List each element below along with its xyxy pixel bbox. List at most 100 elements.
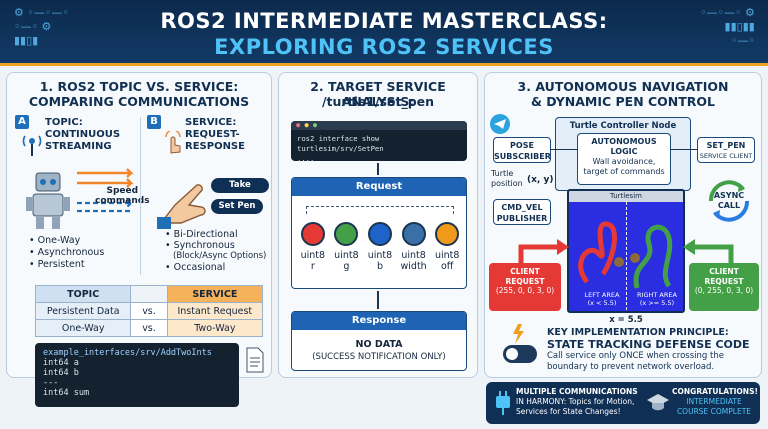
right-area-line1: RIGHT AREA <box>637 291 677 299</box>
principle-line3: Call service only ONCE when crossing the <box>547 351 724 361</box>
circuit-decoration-right: ◦—◦—◦ ⚙▮▮▯▮▮◦—◦ <box>700 6 755 47</box>
response-line2: (SUCCESS NOTIFICATION ONLY) <box>312 352 446 362</box>
topic-bullet-text: Persistent <box>37 259 85 270</box>
telegram-icon <box>489 113 511 135</box>
client-request-green: CLIENT REQUEST (0, 255, 0, 3, 0) <box>689 263 759 311</box>
table-head-spacer <box>130 285 168 303</box>
field-type: uint8 <box>401 250 426 261</box>
flow-arrow <box>377 291 379 309</box>
logic-line2: LOGIC <box>610 147 638 156</box>
topic-heading: TOPIC: CONTINUOUS STREAMING <box>45 117 120 153</box>
footer-left-line3: Services for State Changes! <box>516 407 621 416</box>
table-cell: Two-Way <box>166 319 264 337</box>
robot-icon <box>23 169 73 233</box>
badge-a: A <box>15 115 29 129</box>
footer-right-text: CONGRATULATIONS! INTERMEDIATE COURSE COM… <box>672 387 758 417</box>
footer-right-line3: COURSE COMPLETE <box>676 407 752 416</box>
request-header: Request <box>292 178 466 196</box>
panel2-title-line2: /turtle1/set_pen <box>321 94 435 109</box>
connector-line <box>671 149 697 150</box>
field-name: g <box>343 261 350 272</box>
pointing-hand-icon <box>157 175 215 229</box>
footer-right-line2: INTERMEDIATE <box>686 397 742 406</box>
service-heading-line1: SERVICE: <box>185 117 237 128</box>
speed-label-line2: commands <box>95 196 150 206</box>
speed-commands-label: Speed commands <box>95 186 150 206</box>
principle-text: KEY IMPLEMENTATION PRINCIPLE: STATE TRAC… <box>547 327 759 372</box>
comparison-table: TOPIC SERVICE Persistent Data vs. Instan… <box>34 285 264 337</box>
footer-left-text: MULTIPLE COMMUNICATIONS IN HARMONY: Topi… <box>516 387 638 417</box>
principle-line1: KEY IMPLEMENTATION PRINCIPLE: <box>547 327 729 338</box>
turtlesim-titlebar: Turtlesim <box>569 191 683 202</box>
service-bullets: • Bi-Directional • Synchronous (Block/As… <box>165 229 266 273</box>
service-heading: SERVICE: REQUEST- RESPONSE <box>185 117 245 153</box>
topic-heading-line1: TOPIC: <box>45 117 83 128</box>
set-pen-button: Set Pen <box>211 199 263 214</box>
footer-left-line1: MULTIPLE COMMUNICATIONS <box>516 387 638 396</box>
table-cell: vs. <box>130 302 168 320</box>
flow-arrow <box>377 163 379 175</box>
topic-bullet: • One-Way <box>29 235 81 246</box>
table-cell: vs. <box>130 319 168 337</box>
code-line: example_interfaces/srv/AddTwoInts <box>43 348 212 358</box>
service-bullet: • Synchronous <box>165 240 235 251</box>
client-right-line1: CLIENT <box>709 267 739 276</box>
green-arrow-icon <box>683 235 737 263</box>
terminal-window: ● ● ● ros2 interface show turtlesim/srv/… <box>291 121 467 163</box>
footer-right-line1: CONGRATULATIONS! <box>672 387 758 396</box>
logic-line3: Wall avoidance, <box>592 157 656 166</box>
terminal-more: .... <box>297 154 315 163</box>
service-bullet: • Bi-Directional <box>165 229 238 240</box>
field-name: width <box>400 261 427 272</box>
xy-label: (x, y) <box>527 175 554 185</box>
left-area-label: LEFT AREA(x < 5.5) <box>575 291 629 307</box>
document-icon <box>245 347 265 373</box>
panel-topic-vs-service: 1. ROS2 TOPIC VS. SERVICE: COMPARING COM… <box>6 72 272 407</box>
turtlesim-window: Turtlesim LEFT AREA(x < 5.5) RIGHT AREA(… <box>567 189 685 313</box>
table-header-row: TOPIC SERVICE <box>34 285 264 303</box>
table-cell: Persistent Data <box>34 302 132 320</box>
table-cell: Instant Request <box>166 302 264 320</box>
service-bullet-text: Occasional <box>173 262 226 273</box>
code-line: int64 sum <box>43 388 90 398</box>
table-row: Persistent Data vs. Instant Request <box>34 302 264 320</box>
field-color-icon <box>334 222 359 246</box>
topic-bullets: • One-Way • Asynchronous • Persistent <box>29 235 104 271</box>
red-arrow-icon <box>515 235 569 263</box>
field-color-icon <box>367 222 392 246</box>
topic-bullet: • Asynchronous <box>29 247 105 258</box>
principle-line4: boundary to prevent network overload. <box>547 361 715 372</box>
code-line: int64 b <box>43 368 79 378</box>
badge-b: B <box>147 115 161 129</box>
principle-line2: STATE TRACKING DEFENSE CODE <box>547 338 750 351</box>
cmdvel-line2: PUBLISHER <box>496 214 548 223</box>
left-area-line1: LEFT AREA <box>584 291 620 299</box>
logic-line4: target of commands <box>583 167 665 176</box>
topic-bullet-text: Asynchronous <box>37 247 105 258</box>
field-name: off <box>441 261 454 272</box>
terminal-command: ros2 interface show turtlesim/srv/SetPen <box>297 134 384 153</box>
cmdvel-line1: CMD_VEL <box>501 203 543 212</box>
async-call-cycle-icon <box>703 175 755 227</box>
turtle-paths <box>578 221 673 289</box>
client-request-red: CLIENT REQUEST (255, 0, 0, 3, 0) <box>489 263 561 311</box>
field-type: uint8 <box>434 250 460 261</box>
field-color-icon <box>300 222 325 246</box>
field-type: uint8 <box>300 250 326 261</box>
panel3-title-line2: & DYNAMIC PEN CONTROL <box>530 94 716 109</box>
code-line: int64 a <box>43 358 79 368</box>
logic-line1: AUTONOMOUS <box>591 137 657 146</box>
response-line1: NO DATA <box>355 339 403 350</box>
column-divider <box>140 117 141 275</box>
turtle-pos-line2: position <box>491 179 523 188</box>
boundary-line <box>626 202 627 311</box>
controller-title: Turtle Controller Node <box>569 121 677 131</box>
table-cell: One-Way <box>34 319 132 337</box>
